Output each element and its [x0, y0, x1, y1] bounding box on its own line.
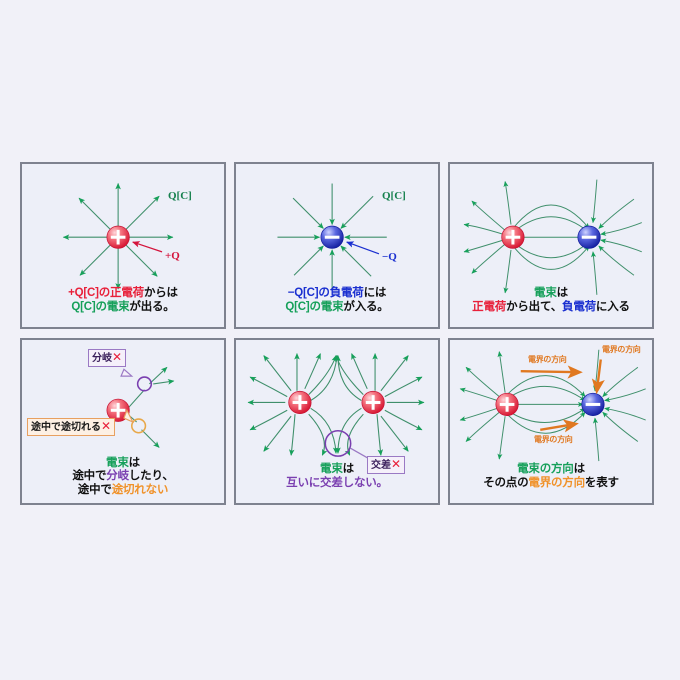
- caption-seg: から出て、: [506, 300, 563, 313]
- caption-seg: からは: [143, 287, 178, 299]
- flux-lines: [247, 353, 425, 456]
- caption-seg: には: [363, 287, 387, 299]
- caption-seg: 電界の方向: [528, 476, 585, 489]
- callout-cross-label: 交差: [371, 460, 391, 471]
- caption-seg: 電束: [106, 456, 129, 469]
- caption-seg: 途中で: [77, 483, 112, 496]
- charge-label-minus-q: −Q: [382, 251, 397, 263]
- branch-highlight-circle: [136, 376, 153, 392]
- dipole-field-svg: [463, 179, 642, 295]
- caption-seg: Q[C]の電束: [71, 300, 130, 313]
- two-positive-charges-svg: [247, 353, 425, 462]
- plus-sign-icon: [505, 229, 521, 245]
- caption-seg: は: [128, 456, 141, 469]
- panel-caption: 電束は 正電荷から出て、負電荷に入る: [450, 287, 652, 314]
- caption-seg: を表す: [584, 476, 619, 489]
- caption-seg: 負電荷: [562, 300, 596, 313]
- callout-branch-label: 分岐: [92, 353, 112, 364]
- field-direction-arrows: [520, 359, 605, 433]
- field-direction-label-right: 電界の方向: [602, 345, 641, 354]
- field-direction-svg: [459, 349, 646, 462]
- crossing-highlight-circle: [324, 429, 352, 457]
- field-direction-label-bottom: 電界の方向: [534, 435, 573, 444]
- callout-branch-tail: [120, 368, 134, 377]
- panel-caption: −Q[C]の負電荷には Q[C]の電束が入る。: [236, 287, 438, 314]
- caption-seg: は: [342, 463, 355, 475]
- plus-sign-icon: [365, 395, 381, 410]
- caption-seg: が入る。: [343, 300, 389, 313]
- plus-q-pointer-arrow: [132, 241, 163, 253]
- cross-mark-icon: ✕: [112, 350, 123, 364]
- panel-no-branch-no-break: 分岐✕ 途中で途切れる✕ 電束は 途中で分岐したり、 途中で途切れない: [20, 338, 226, 505]
- field-direction-label-top: 電界の方向: [528, 355, 567, 364]
- caption-seg: 正電荷: [472, 300, 507, 313]
- branch-break-svg: [106, 366, 175, 448]
- plus-sign-icon: [292, 395, 308, 410]
- break-highlight-circle: [131, 418, 147, 434]
- caption-seg: その点の: [483, 476, 529, 489]
- negative-charge-field-svg: [277, 183, 387, 289]
- panel-no-crossing: 交差✕ 電束は 互いに交差しない。: [234, 338, 440, 505]
- minus-q-pointer-arrow: [346, 241, 380, 255]
- callout-branch: 分岐✕: [88, 349, 127, 367]
- flux-label-qc: Q[C]: [382, 190, 406, 202]
- plus-sign-icon: [499, 397, 515, 412]
- cross-mark-icon: ✕: [101, 419, 112, 433]
- flux-lines-inward: [277, 183, 387, 289]
- plus-sign-icon: [110, 402, 126, 418]
- flux-lines-outward: [62, 182, 174, 290]
- positive-charge-field-svg: [62, 182, 174, 290]
- caption-seg: 電束: [320, 463, 343, 475]
- caption-seg: 分岐: [106, 470, 129, 482]
- callout-break-tail: [123, 408, 135, 424]
- caption-seg: 電束: [534, 287, 557, 299]
- callout-cross: 交差✕: [367, 456, 406, 474]
- panel-field-direction: 電界の方向 電界の方向 電界の方向 電束の方向は その点の電界の方向を表す: [448, 338, 654, 505]
- caption-seg: −Q[C]の負電荷: [287, 287, 364, 299]
- panel-negative-charge: Q[C] −Q −Q[C]の負電荷には Q[C]の電束が入る。: [234, 162, 440, 329]
- caption-seg: 電束の方向: [517, 463, 574, 475]
- caption-seg: Q[C]の電束: [285, 300, 344, 313]
- panel-dipole-flux: 電束は 正電荷から出て、負電荷に入る: [448, 162, 654, 329]
- panel-grid: Q[C] +Q +Q[C]の正電荷からは Q[C]の電束が出る。: [20, 162, 662, 514]
- caption-seg: が出る。: [129, 300, 175, 313]
- panel-positive-charge: Q[C] +Q +Q[C]の正電荷からは Q[C]の電束が出る。: [20, 162, 226, 329]
- callout-break: 途中で途切れる✕: [27, 418, 116, 436]
- dipole-flux-lines: [463, 179, 642, 295]
- panel-caption: 電束は 途中で分岐したり、 途中で途切れない: [22, 457, 224, 498]
- caption-seg: したり、: [128, 470, 174, 482]
- callout-break-label: 途中で途切れる: [31, 422, 101, 433]
- caption-seg: 途切れない: [111, 483, 169, 496]
- caption-seg: 途中で: [72, 470, 107, 482]
- flux-lines: [127, 366, 175, 448]
- caption-seg: は: [573, 463, 586, 475]
- panel-caption: +Q[C]の正電荷からは Q[C]の電束が出る。: [22, 287, 224, 314]
- caption-seg: に入る: [595, 300, 630, 313]
- panel-caption: 電束は 互いに交差しない。: [236, 463, 438, 490]
- cross-mark-icon: ✕: [391, 457, 402, 471]
- caption-seg: は: [556, 287, 569, 299]
- caption-seg: 互いに交差しない。: [286, 476, 388, 489]
- charge-label-plus-q: +Q: [165, 250, 180, 262]
- panel-caption: 電束の方向は その点の電界の方向を表す: [450, 463, 652, 490]
- caption-seg: +Q[C]の正電荷: [68, 287, 144, 299]
- plus-sign-icon: [110, 229, 126, 245]
- flux-label-qc: Q[C]: [168, 190, 192, 202]
